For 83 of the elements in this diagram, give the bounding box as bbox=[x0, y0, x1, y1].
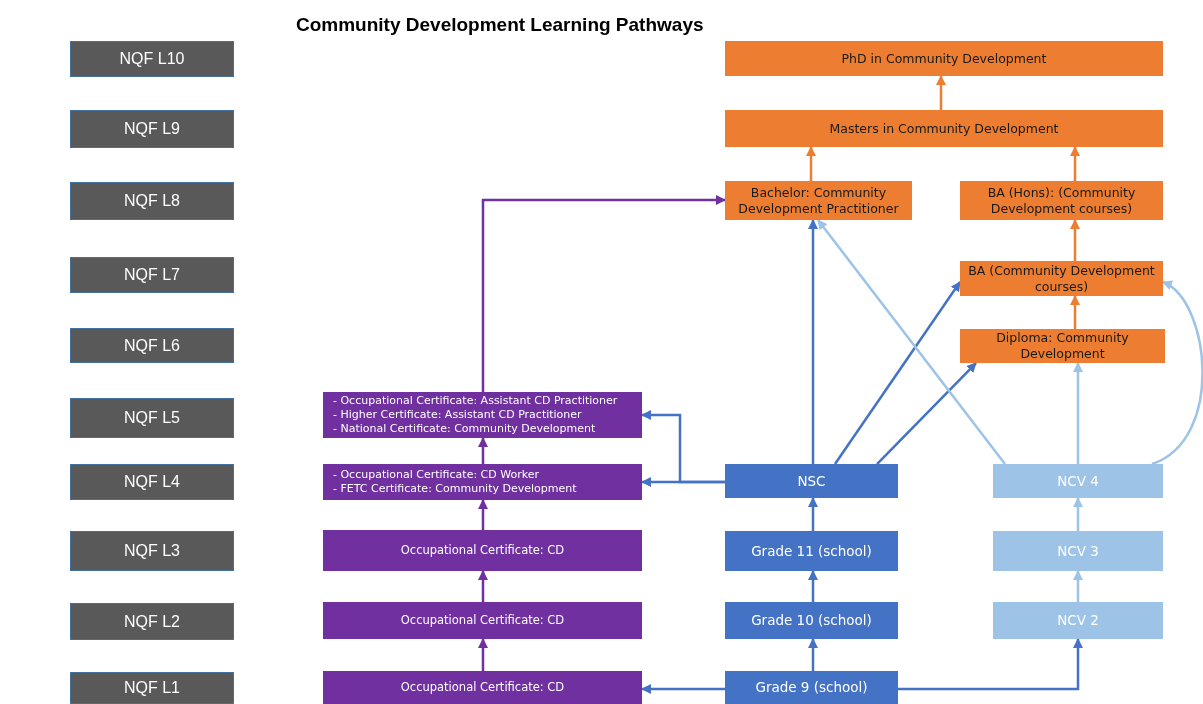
certificate-box bbox=[323, 602, 642, 639]
arrow bbox=[808, 638, 818, 671]
level-box bbox=[70, 110, 234, 148]
arrow bbox=[817, 219, 1006, 465]
node-label: NQF L1 bbox=[124, 678, 180, 698]
arrow bbox=[808, 497, 818, 531]
qualification-box bbox=[960, 329, 1165, 363]
node-label: - FETC Certificate: Community Development bbox=[333, 482, 577, 496]
arrow bbox=[1070, 219, 1080, 261]
level-box bbox=[70, 182, 234, 220]
node-label: NQF L6 bbox=[124, 335, 180, 356]
school-box bbox=[725, 464, 898, 498]
arrow bbox=[833, 281, 962, 465]
node-label: NQF L8 bbox=[124, 191, 180, 211]
arrow bbox=[876, 362, 977, 465]
node-label: NSC bbox=[797, 472, 826, 490]
school-box bbox=[725, 671, 898, 704]
node-label: Masters in Community Development bbox=[829, 120, 1059, 137]
certificate-box bbox=[323, 530, 642, 571]
node-label: NCV 2 bbox=[1057, 612, 1099, 629]
node-label: NQF L3 bbox=[124, 541, 180, 561]
arrow bbox=[641, 684, 725, 694]
arrow bbox=[808, 570, 818, 602]
arrow bbox=[1070, 295, 1080, 329]
ncv-box bbox=[993, 464, 1163, 498]
school-box bbox=[725, 531, 898, 571]
school-box bbox=[725, 602, 898, 639]
node-label: PhD in Community Development bbox=[841, 50, 1047, 67]
arrow bbox=[478, 499, 488, 530]
arrow bbox=[481, 195, 726, 392]
arrow bbox=[1070, 146, 1080, 181]
node-label: BA (Community Development courses) bbox=[967, 262, 1156, 295]
arrow bbox=[808, 219, 818, 464]
arrow bbox=[478, 638, 488, 671]
node-label: Grade 11 (school) bbox=[751, 542, 872, 560]
node-label: Diploma: Community Development bbox=[995, 330, 1130, 362]
level-box bbox=[70, 328, 234, 363]
level-box bbox=[70, 531, 234, 571]
arrow bbox=[1073, 497, 1083, 531]
node-label: - National Certificate: Community Development bbox=[333, 421, 596, 436]
node-label: NQF L2 bbox=[124, 611, 180, 632]
level-box bbox=[70, 603, 234, 640]
node-label: Grade 9 (school) bbox=[755, 679, 868, 696]
node-label: NQF L9 bbox=[124, 119, 180, 139]
node-label: Occupational Certificate: CD bbox=[400, 543, 565, 558]
qualification-box bbox=[960, 181, 1163, 220]
arrow bbox=[478, 570, 488, 602]
arrow bbox=[936, 75, 946, 110]
diagram-title: Community Development Learning Pathways bbox=[296, 14, 704, 36]
arrow bbox=[898, 638, 1083, 691]
certificate-box bbox=[323, 392, 642, 438]
arrow bbox=[1151, 280, 1203, 466]
qualification-box bbox=[725, 181, 912, 220]
arrow bbox=[806, 146, 816, 181]
node-label: NQF L4 bbox=[124, 472, 180, 492]
ncv-box bbox=[993, 531, 1163, 571]
certificate-box bbox=[323, 671, 642, 704]
node-label: - Occupational Certificate: Assistant CD Practitioner bbox=[333, 394, 618, 409]
certificate-box bbox=[323, 464, 642, 500]
qualification-box bbox=[725, 110, 1163, 147]
arrow bbox=[1073, 570, 1083, 602]
level-box bbox=[70, 257, 234, 293]
level-box bbox=[70, 464, 234, 500]
node-label: - Higher Certificate: Assistant CD Practitioner bbox=[333, 408, 582, 422]
node-label: NCV 4 bbox=[1057, 472, 1099, 490]
node-label: Bachelor: Community Development Practitioner bbox=[737, 184, 900, 217]
ncv-box bbox=[993, 602, 1163, 639]
node-label: BA (Hons): (Community Development courses) bbox=[986, 184, 1137, 217]
node-label: Occupational Certificate: CD bbox=[400, 613, 565, 628]
node-label: - Occupational Certificate: CD Worker bbox=[333, 468, 540, 482]
node-label: NQF L10 bbox=[119, 49, 185, 69]
node-label: NQF L5 bbox=[124, 408, 180, 428]
level-box bbox=[70, 672, 234, 704]
arrow bbox=[478, 437, 488, 464]
node-label: NCV 3 bbox=[1057, 542, 1099, 560]
node-label: Grade 10 (school) bbox=[751, 612, 872, 629]
node-label: Occupational Certificate: CD bbox=[400, 680, 565, 695]
arrow bbox=[1073, 362, 1083, 464]
arrow bbox=[641, 410, 725, 484]
level-box bbox=[70, 398, 234, 438]
level-box bbox=[70, 41, 234, 77]
qualification-box bbox=[725, 41, 1163, 76]
node-label: NQF L7 bbox=[124, 265, 180, 285]
